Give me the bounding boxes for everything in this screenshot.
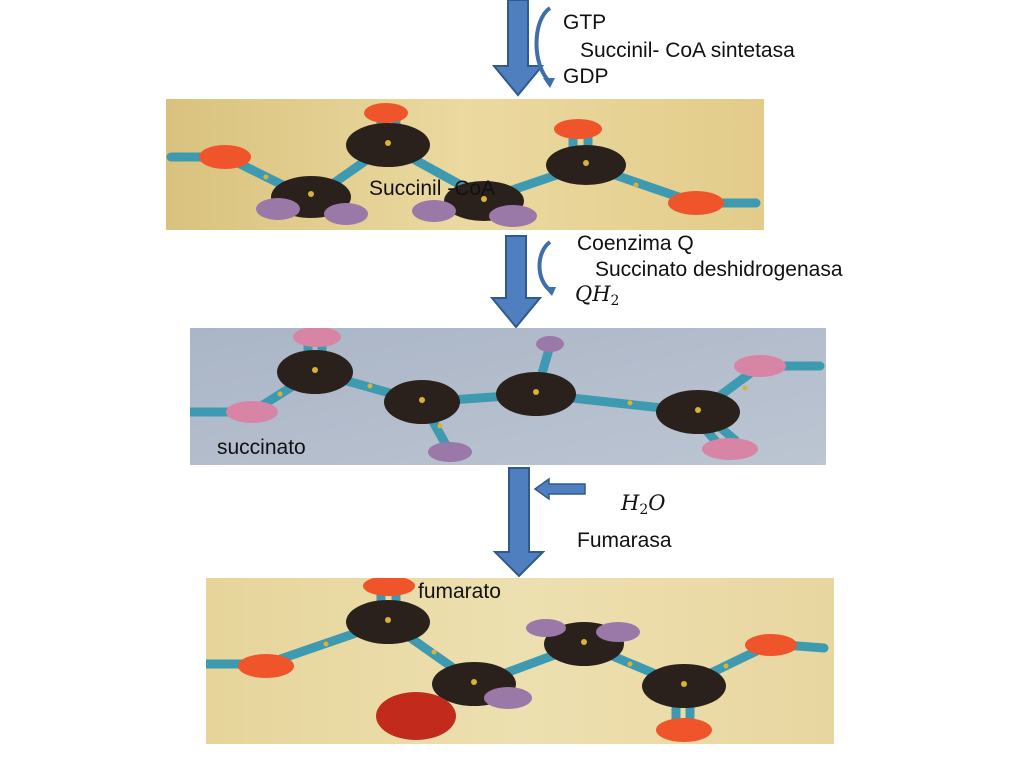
curved-arrow-2	[537, 240, 556, 296]
down-arrow-3	[492, 467, 546, 578]
reactant-gtp: GTP	[563, 11, 607, 34]
reactant-coenzima-q: Coenzima Q	[577, 232, 694, 255]
molecule-photo-succinil-coa	[166, 99, 764, 230]
down-arrow-1	[491, 0, 545, 97]
enzyme-fumarasa: Fumarasa	[577, 529, 672, 552]
enzyme-succinato-deshidrogenasa: Succinato deshidrogenasa	[595, 258, 843, 281]
reactant-h2o: H2O	[621, 491, 666, 518]
label-succinil-coa: Succinil -CoA	[369, 177, 496, 200]
left-arrow-water	[533, 477, 586, 501]
enzyme-succinil-coa-sintetasa: Succinil- CoA sintetasa	[580, 39, 795, 62]
label-succinato: succinato	[217, 436, 306, 459]
product-qh2: QH2	[575, 282, 620, 309]
curved-arrow-1	[534, 6, 555, 88]
molecule-photo-succinato	[190, 328, 826, 465]
label-fumarato: fumarato	[418, 580, 501, 603]
product-gdp: GDP	[563, 65, 609, 88]
down-arrow-2	[489, 235, 543, 329]
molecule-photo-fumarato	[206, 578, 834, 744]
